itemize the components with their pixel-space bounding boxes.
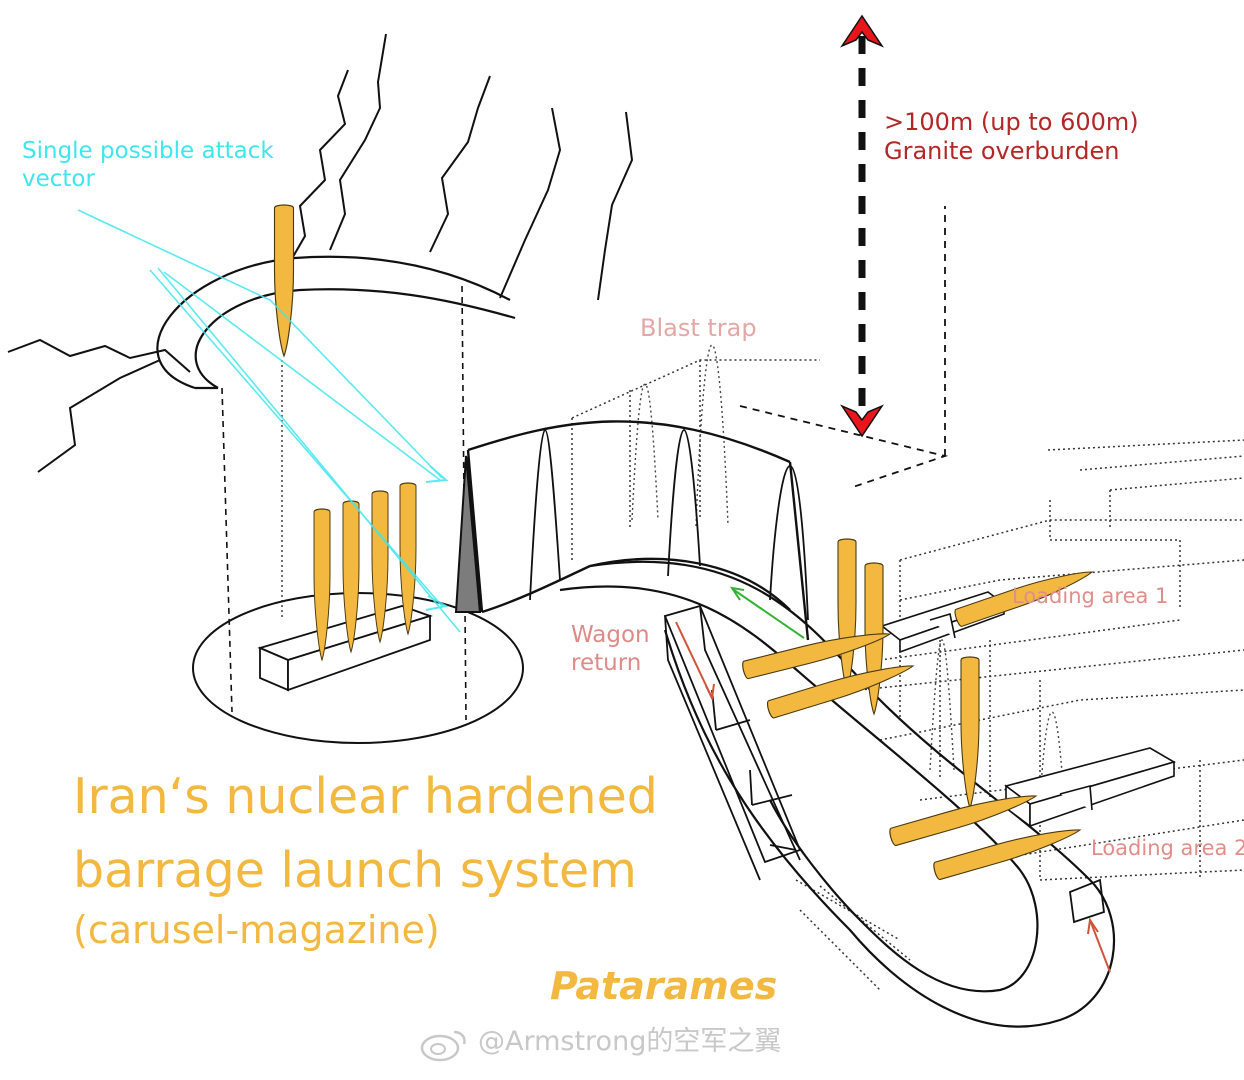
loop-hatch <box>1069 878 1105 924</box>
title-line1: Iran‘s nuclear hardened <box>73 768 658 825</box>
overburden-depth: >100m (up to 600m) <box>884 108 1139 136</box>
wagon-return-label: Wagon return <box>571 622 650 677</box>
loading-area-1-label: Loading area 1 <box>1012 584 1169 608</box>
overburden-material: Granite overburden <box>884 136 1120 165</box>
loading-area-2-label: Loading area 2 <box>1091 836 1244 860</box>
diagram-subtitle: (carusel-magazine) <box>73 908 440 952</box>
overburden-boundary <box>739 206 949 489</box>
blast-door <box>454 455 482 613</box>
loading-platform-2 <box>1004 747 1177 828</box>
attack-vector-label: Single possible attack vector <box>22 138 274 193</box>
depth-arrow <box>839 14 885 438</box>
weibo-logo-icon <box>420 1030 466 1062</box>
diagram-title: Iran‘s nuclear hardened barrage launch s… <box>73 760 658 907</box>
missile-track <box>960 656 980 809</box>
wagon-return-ramp <box>663 604 802 881</box>
missile-hatch <box>273 204 295 357</box>
attack-vector-label-line1: Single possible attack <box>22 138 274 164</box>
magazine-frames <box>571 359 1244 991</box>
carousel-track <box>559 560 1116 1028</box>
wagon-return-line1: Wagon <box>571 622 650 648</box>
rock-fracture-lines <box>7 33 634 473</box>
wagon-flow-arrows <box>675 586 1111 973</box>
missile-track <box>837 538 857 691</box>
overburden-label: >100m (up to 600m) Granite overburden <box>884 108 1139 166</box>
tunnel-corridor <box>466 420 810 641</box>
title-line2: barrage launch system <box>73 841 637 899</box>
author-signature: Patarames <box>550 964 778 1008</box>
launch-shaft-hatch <box>156 255 516 390</box>
wagon-return-line2: return <box>571 649 642 676</box>
blast-trap-label: Blast trap <box>640 314 757 342</box>
attack-vector-lines <box>77 209 461 633</box>
watermark: @Armstrong的空军之翼 <box>478 1026 782 1057</box>
attack-vector-label-line2: vector <box>22 165 95 192</box>
magazine-base-ellipse <box>192 592 524 744</box>
tunnel-arch-ribs <box>529 429 809 621</box>
